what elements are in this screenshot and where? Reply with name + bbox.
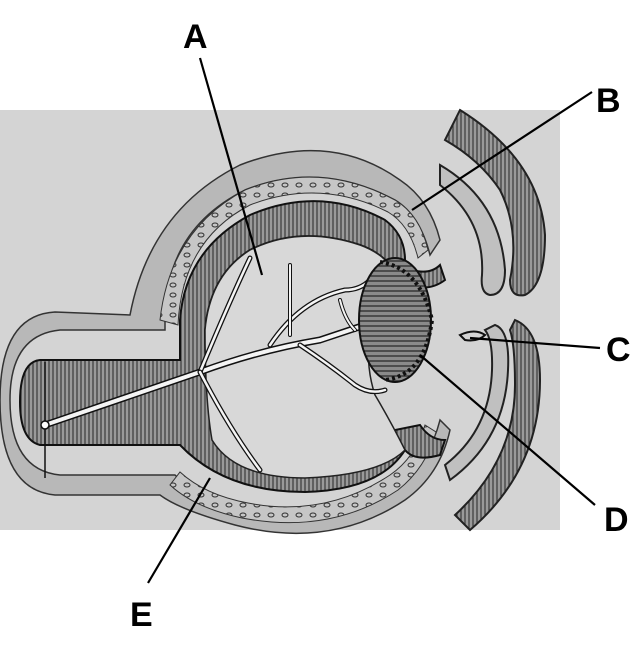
eyelid-lower-fold — [443, 323, 510, 482]
vitreous-cavity — [204, 235, 406, 479]
outer-layer — [0, 149, 451, 535]
pupillary-membrane — [458, 330, 487, 342]
surface-ectoderm-upper — [443, 108, 547, 297]
dotted-layer-lower — [169, 424, 437, 524]
label-c: C — [606, 331, 631, 369]
eyelid-upper-fold — [439, 163, 507, 297]
leader-lines — [147, 57, 601, 584]
label-e: E — [130, 596, 153, 634]
label-d: D — [604, 501, 629, 539]
label-a: A — [183, 18, 208, 56]
hyaloid-vessels — [41, 255, 388, 473]
hyaloid-artery-lumen — [40, 420, 50, 430]
label-b: B — [596, 82, 621, 120]
surface-ectoderm-lower — [453, 318, 542, 532]
lens — [358, 257, 432, 383]
dotted-layer — [159, 176, 429, 326]
